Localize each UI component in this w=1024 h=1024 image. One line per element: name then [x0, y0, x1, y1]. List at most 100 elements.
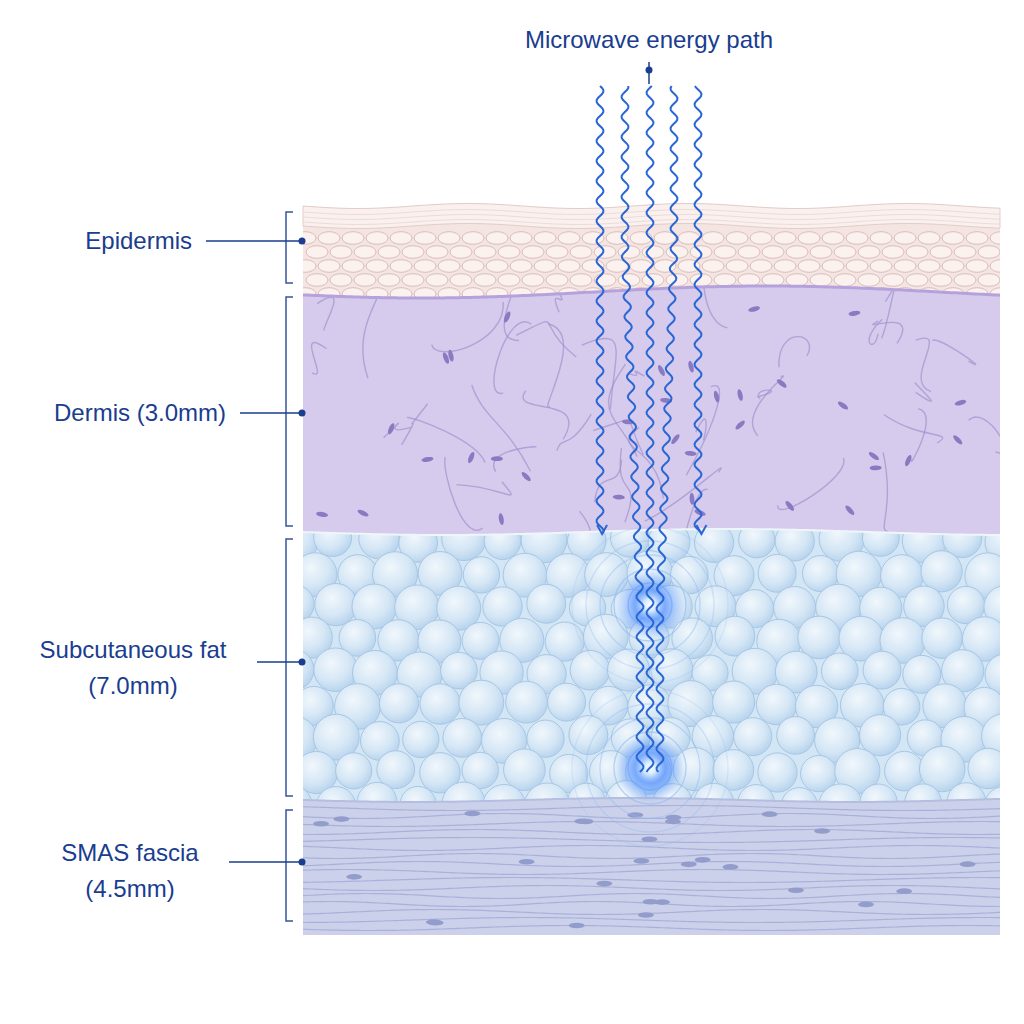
- epidermal-cell: [882, 274, 904, 287]
- fibroblast: [520, 471, 532, 483]
- collagen-fibre: [317, 297, 334, 330]
- fibroblast: [498, 513, 505, 526]
- epidermal-cell: [798, 260, 820, 273]
- epidermal-cell: [558, 260, 580, 273]
- epidermal-cell: [654, 260, 676, 273]
- dermal-fibres: [311, 212, 1004, 602]
- epidermal-cell: [630, 232, 652, 245]
- epidermal-cell: [354, 246, 376, 259]
- adipocyte: [734, 718, 772, 756]
- collagen-fibre: [516, 322, 576, 357]
- adipocyte: [968, 748, 1008, 788]
- epidermal-cell: [942, 232, 964, 245]
- epidermal-cell: [738, 246, 760, 259]
- epidermal-cell: [834, 246, 856, 259]
- adipocyte: [739, 522, 775, 558]
- epidermal-cell: [402, 246, 424, 259]
- adipocyte: [273, 649, 314, 690]
- epidermal-cell: [306, 274, 328, 287]
- epidermal-cell: [522, 246, 544, 259]
- layer-label: Subcutaneous fat (7.0mm): [23, 632, 243, 704]
- fascia-nucleus: [960, 861, 976, 867]
- epidermal-cell: [870, 260, 892, 273]
- layer-label: Epidermis: [85, 223, 192, 259]
- epidermal-cell: [810, 274, 832, 287]
- epidermis-layer: [303, 204, 1000, 298]
- epidermal-cell: [726, 288, 748, 301]
- epidermal-cell: [366, 232, 388, 245]
- epidermal-cell: [870, 232, 892, 245]
- epidermal-cell: [750, 232, 772, 245]
- epidermal-cell: [534, 260, 556, 273]
- fibroblast: [952, 434, 964, 446]
- epidermal-cell: [774, 288, 796, 301]
- epidermal-cell: [954, 274, 976, 287]
- fibroblast: [844, 504, 856, 516]
- collagen-fibre: [582, 338, 616, 409]
- fascia-nucleus: [788, 887, 804, 893]
- epidermal-cell: [798, 232, 820, 245]
- epidermal-cell: [822, 288, 844, 301]
- epidermal-cell: [462, 232, 484, 245]
- leader-line: [257, 661, 302, 663]
- adipocyte: [863, 651, 901, 689]
- epidermal-cell: [294, 260, 316, 273]
- epidermal-cell: [774, 232, 796, 245]
- adipocyte: [1010, 554, 1024, 595]
- fibroblast: [421, 456, 434, 463]
- collagen-fibre: [311, 343, 326, 375]
- epidermal-cell: [450, 246, 472, 259]
- epidermal-cell: [438, 232, 460, 245]
- fascia-strand: [303, 878, 1000, 883]
- epidermal-cell: [930, 274, 952, 287]
- fibroblast: [776, 378, 788, 389]
- fibroblast: [713, 390, 721, 403]
- epidermal-cell: [942, 260, 964, 273]
- fibroblast: [491, 456, 503, 461]
- collagen-fibre: [620, 448, 631, 523]
- epidermal-cell: [750, 260, 772, 273]
- energy-ripple: [600, 555, 700, 655]
- fascia-strand: [303, 886, 1000, 891]
- epidermal-cell: [342, 260, 364, 273]
- epidermal-cell: [522, 274, 544, 287]
- fascia-strand: [303, 862, 1000, 867]
- fibroblast: [357, 508, 370, 518]
- epidermal-cell: [378, 274, 400, 287]
- fascia-nucleus: [333, 816, 349, 822]
- epidermal-cell: [486, 288, 508, 301]
- epidermal-cell: [822, 232, 844, 245]
- fascia-strand: [303, 926, 1000, 931]
- collagen-fibre: [753, 376, 784, 436]
- epidermal-cell: [546, 246, 568, 259]
- leader-lines: [206, 62, 653, 866]
- epidermal-cell: [990, 260, 1012, 273]
- adipocyte: [570, 650, 610, 690]
- epidermal-cell: [702, 232, 724, 245]
- leader-dot: [299, 410, 306, 417]
- epidermal-cell: [846, 260, 868, 273]
- smas-fibres: [303, 806, 1000, 931]
- epidermal-cell: [426, 274, 448, 287]
- epidermal-cell: [510, 232, 532, 245]
- surface-line: [303, 210, 1000, 215]
- epidermal-cell: [798, 288, 820, 301]
- adipocyte: [314, 519, 352, 557]
- fibroblast: [837, 400, 850, 411]
- energy-label: Microwave energy path: [525, 22, 773, 58]
- fascia-nucleus: [654, 899, 670, 905]
- epidermal-cell: [714, 274, 736, 287]
- collagen-fibre: [883, 452, 888, 531]
- epidermal-cell: [762, 246, 784, 259]
- epidermal-cell: [726, 260, 748, 273]
- fibroblast: [687, 360, 695, 373]
- adipocyte: [336, 753, 372, 789]
- epidermal-cell: [822, 260, 844, 273]
- epidermal-cell: [570, 246, 592, 259]
- fascia-nucleus: [464, 811, 480, 817]
- energy-ripple: [572, 527, 728, 683]
- epidermal-cell: [486, 232, 508, 245]
- epidermal-cell: [918, 232, 940, 245]
- adipocyte: [527, 584, 566, 623]
- adipocyte: [1008, 619, 1024, 663]
